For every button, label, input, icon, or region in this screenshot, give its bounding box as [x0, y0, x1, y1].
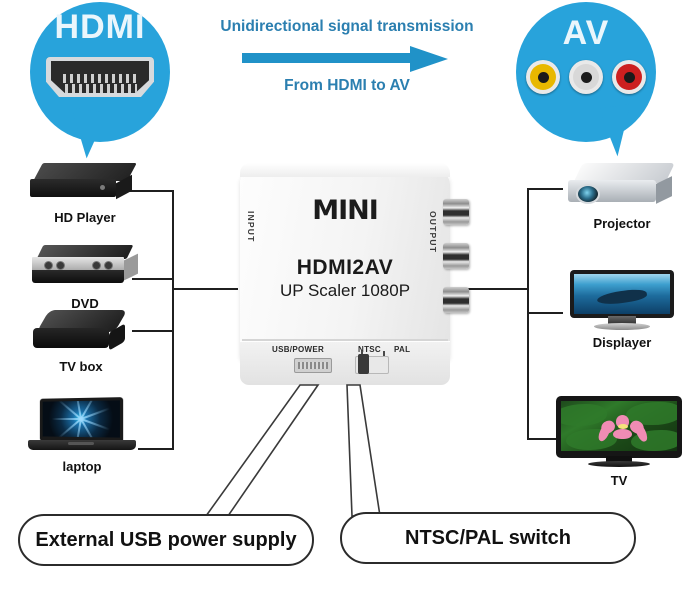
pal-label: PAL	[394, 345, 411, 354]
device-label: TV	[610, 473, 628, 488]
hdmi-bubble-label: HDMI	[54, 8, 146, 46]
av-target-bubble: AV	[516, 2, 656, 158]
device-label: DVD	[71, 296, 99, 311]
ntsc-pal-switch-knob[interactable]	[358, 354, 369, 374]
device-label: Projector	[593, 216, 651, 231]
callout-text: External USB power supply	[35, 528, 297, 551]
converter-brand-label: MINI	[312, 195, 379, 226]
callout-ntsc-pal: NTSC/PAL switch	[340, 512, 636, 564]
usb-power-label: USB/POWER	[272, 345, 325, 354]
converter-model-label: HDMI2AV	[296, 256, 394, 279]
input-branch-dvd	[132, 278, 174, 280]
input-branch-laptop	[138, 448, 174, 450]
hdmi2av-converter[interactable]: MINI INPUT OUTPUT HDMI2AV UP Scaler 1080…	[240, 163, 469, 385]
dvd-player-icon	[30, 245, 140, 293]
converter-input-label: INPUT	[246, 211, 256, 243]
av-bubble-label: AV	[562, 14, 610, 52]
input-to-converter-line	[172, 288, 238, 290]
input-branch-tv-box	[132, 330, 174, 332]
converter-top-face	[240, 163, 450, 177]
rca-red-icon	[612, 60, 646, 94]
rca-yellow-icon	[526, 60, 560, 94]
converter-to-output-line	[466, 288, 528, 290]
mini-usb-port-icon[interactable]	[294, 358, 332, 373]
projector-icon	[564, 163, 680, 213]
device-dvd: DVD	[26, 245, 144, 311]
device-tv: TV	[552, 396, 686, 488]
converter-output-label: OUTPUT	[428, 211, 438, 254]
laptop-icon	[24, 397, 140, 456]
arrow-bottom-text: From HDMI to AV	[284, 77, 410, 95]
tv-box-icon	[31, 308, 131, 356]
direction-arrow-icon	[197, 44, 497, 73]
converter-body	[240, 171, 450, 361]
rca-output-jack-1	[443, 199, 469, 225]
callout-text: NTSC/PAL switch	[405, 526, 571, 549]
arrow-top-text: Unidirectional signal transmission	[220, 18, 474, 35]
output-bus-line	[527, 188, 529, 440]
rca-output-jack-3	[443, 287, 469, 313]
output-branch-displayer	[527, 312, 563, 314]
device-label: HD Player	[54, 210, 116, 225]
device-projector: Projector	[560, 163, 684, 231]
hdmi-port-icon	[46, 57, 154, 97]
callout-usb-power: External USB power supply	[18, 514, 314, 566]
input-branch-hd-player	[118, 190, 174, 192]
ntsc-label: NTSC	[358, 345, 381, 354]
converter-subtitle-label: UP Scaler 1080P	[279, 281, 411, 300]
device-hd-player: HD Player	[26, 163, 144, 225]
device-tv-box: TV box	[26, 308, 136, 374]
device-laptop: laptop	[20, 397, 144, 474]
device-label: laptop	[62, 459, 102, 474]
output-branch-tv	[527, 438, 563, 440]
rca-white-icon	[569, 60, 603, 94]
signal-direction-annotation: Unidirectional signal transmission From …	[197, 18, 497, 94]
hd-player-icon	[30, 163, 140, 207]
output-branch-projector	[527, 188, 563, 190]
input-bus-line	[172, 190, 174, 450]
device-label: TV box	[59, 359, 103, 374]
hdmi-bubble-tail	[64, 107, 108, 161]
hdmi-source-bubble: HDMI	[30, 2, 170, 161]
device-label: Displayer	[592, 335, 652, 350]
pal-tick	[383, 351, 385, 357]
rca-output-jack-2	[443, 243, 469, 269]
device-displayer: Displayer	[562, 270, 682, 350]
television-icon	[554, 396, 684, 470]
av-bubble-tail	[598, 104, 638, 158]
monitor-icon	[566, 270, 678, 332]
converter-front-panel	[240, 341, 450, 385]
